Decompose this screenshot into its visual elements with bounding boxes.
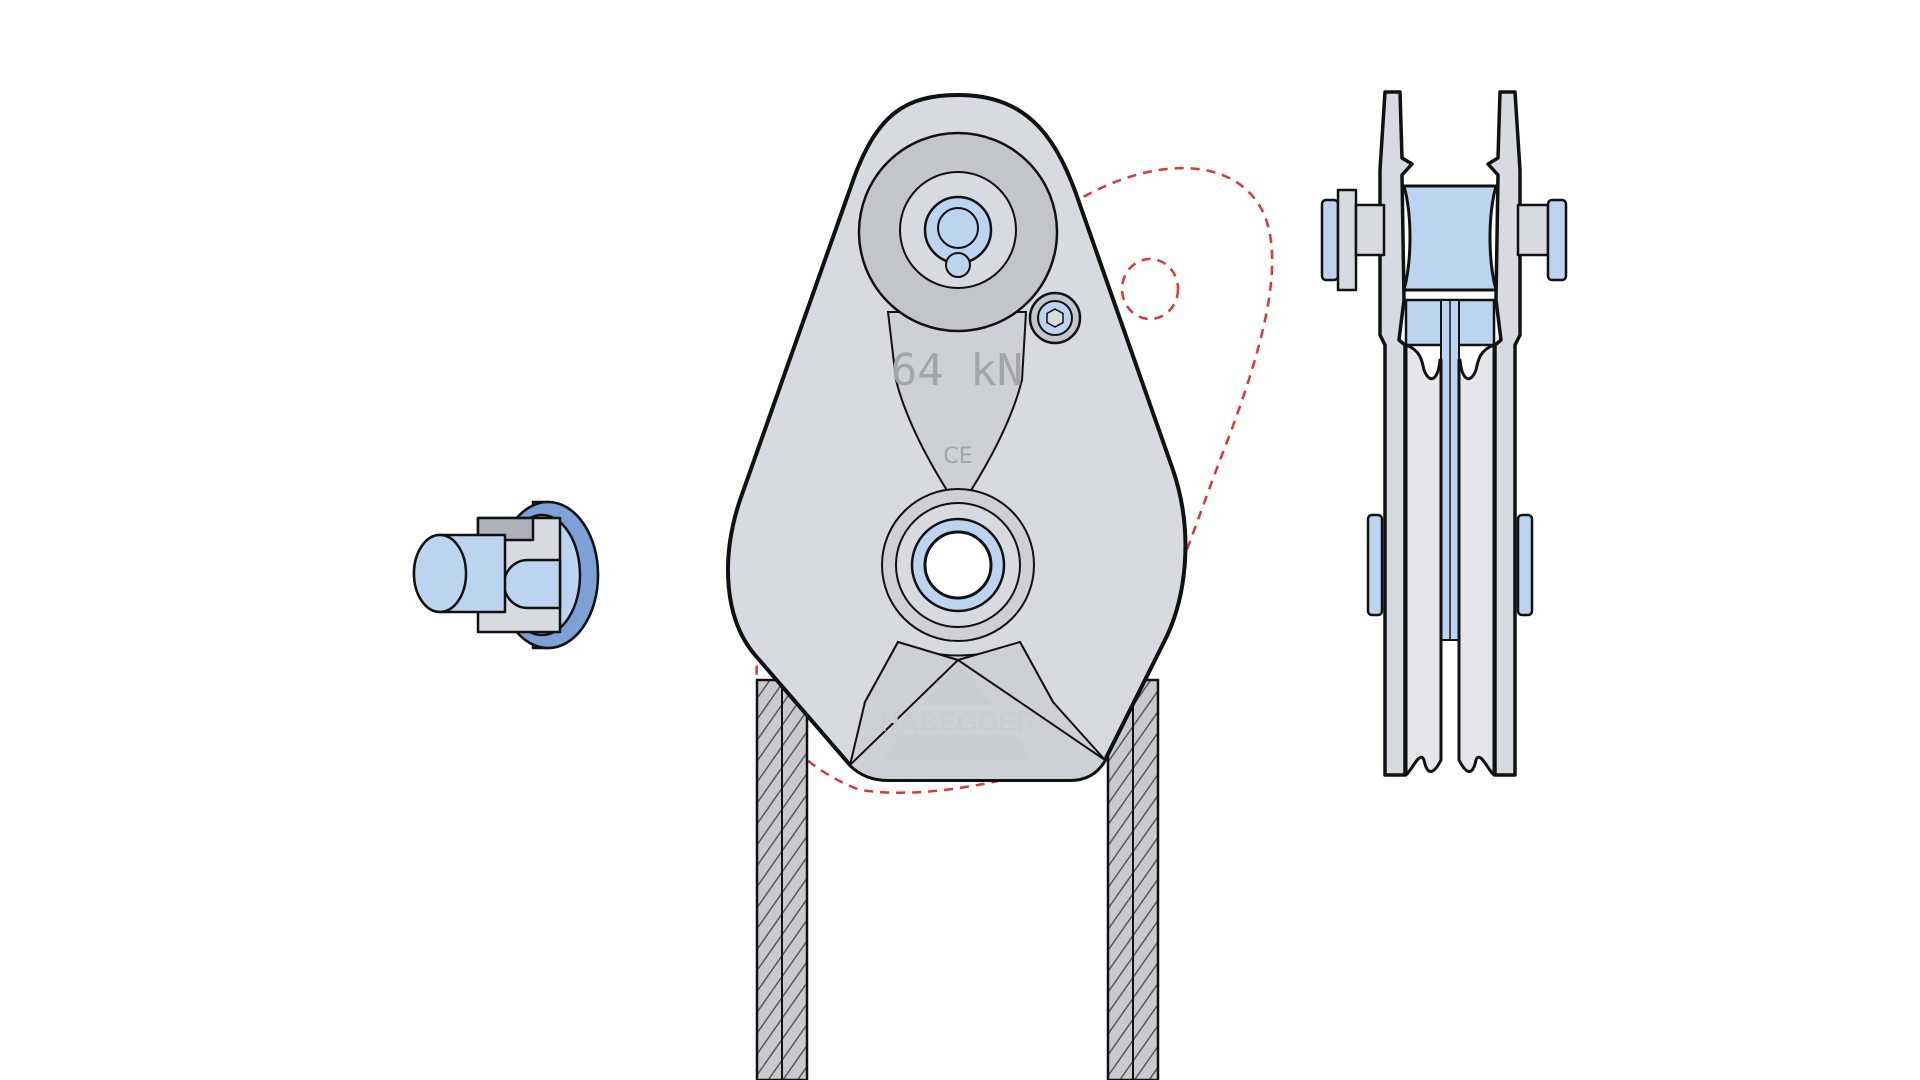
- open-position-hole: [1120, 257, 1180, 321]
- hex-socket-screw-icon: [1028, 291, 1082, 345]
- pin-shaft-end: [412, 533, 468, 614]
- grip-left: [1366, 513, 1384, 617]
- grip-right: [1516, 513, 1534, 617]
- axle-core: [937, 207, 979, 249]
- locking-pin-icon: [412, 500, 600, 650]
- pin-notch: [502, 558, 562, 610]
- load-rating-label: 64 kN: [891, 345, 1023, 396]
- rope-left: [755, 678, 809, 1080]
- rope-right: [1106, 678, 1160, 1080]
- sheave-left: [1404, 343, 1443, 777]
- sheave-right: [1457, 343, 1496, 777]
- axle-pin: [945, 252, 971, 278]
- habegger-triangle-logo-icon: [884, 665, 1032, 760]
- side-plate-left: [1378, 90, 1414, 777]
- pulley-block-side-icon: [1320, 90, 1568, 777]
- ce-mark-label: CE: [943, 444, 972, 469]
- bolt-nut-right: [1516, 203, 1550, 257]
- brand-label: HABEGGER: [880, 707, 1036, 737]
- bolt-head-left: [1320, 198, 1340, 282]
- eye-hole: [923, 530, 993, 600]
- pulley-block-front-icon: [726, 92, 1188, 782]
- axle-sleeve: [1402, 184, 1498, 292]
- bolt-nut-left: [1336, 188, 1358, 292]
